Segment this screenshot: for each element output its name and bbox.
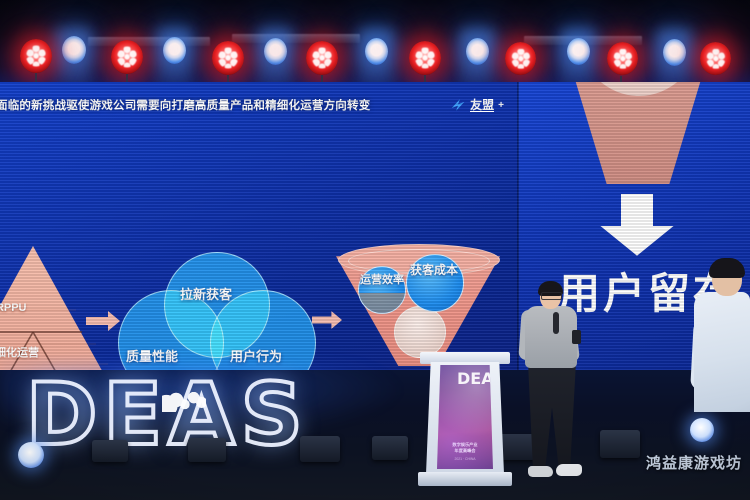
stage-deas-logo: DEAS (24, 365, 309, 465)
podium-deas-logo: DEAS (457, 369, 493, 388)
blue-beam-light (264, 38, 287, 65)
speaker-right-shoe (556, 464, 582, 476)
red-par-light (505, 42, 536, 75)
blue-beam-light (62, 36, 86, 64)
speaker-torso (525, 306, 577, 368)
funnel-metric-cost (406, 254, 464, 312)
funnel-ball-neutral (394, 306, 446, 358)
blue-beam-light (466, 38, 489, 65)
moving-head-beam (690, 418, 714, 442)
slide-headline: 面临的新挑战驱使游戏公司需要向打磨高质量产品和精细化运营方向转变 (0, 100, 371, 112)
light-stalk (227, 75, 229, 87)
venn-label-behavior: 用户行为 (230, 349, 283, 364)
microphone (553, 312, 559, 334)
presentation-slide: 面临的新挑战驱使游戏公司需要向打磨高质量产品和精细化运营方向转变 友盟 + (0, 82, 518, 370)
umeng-brand-logo: 友盟 + (450, 98, 504, 112)
speaker-glasses (541, 292, 562, 300)
red-par-light (20, 39, 52, 73)
ball-shadow (359, 292, 405, 313)
red-par-light (111, 40, 143, 74)
revenue-pyramid: ARPPU 精细化运营 LTV (0, 244, 128, 370)
arrow-right-2 (312, 311, 342, 329)
funnel-label-efficiency: 运营效率 (360, 274, 404, 286)
light-stalk (126, 74, 128, 86)
zoom-funnel-cone (540, 82, 736, 184)
moving-head-light (498, 434, 536, 460)
blue-beam-light (163, 37, 186, 64)
arrow-right-1 (86, 311, 120, 331)
funnel-label-cost: 获客成本 (409, 263, 458, 277)
red-par-light (212, 41, 244, 75)
second-person-hair (709, 258, 745, 278)
podium-subtitle-2: 2021 · CHINA (454, 457, 476, 461)
truss-bar (88, 37, 210, 46)
moving-head-light (92, 440, 128, 462)
zoom-arrow-down (600, 194, 674, 256)
blue-beam-light (567, 38, 590, 65)
venn-circle-left (118, 290, 224, 370)
moving-head-beam (18, 442, 44, 468)
red-par-light (306, 41, 338, 75)
pyramid-shape (0, 246, 108, 370)
truss-bar (232, 34, 360, 43)
speaker-left-shoe (528, 466, 553, 477)
deas-dot-accent (162, 392, 206, 412)
presentation-clicker (572, 330, 581, 344)
led-video-wall: 面临的新挑战驱使游戏公司需要向打磨高质量产品和精细化运营方向转变 友盟 + (0, 82, 750, 370)
blue-beam-light (663, 39, 686, 66)
light-stalk (35, 73, 37, 85)
pyramid-label-arppu: ARPPU (0, 302, 27, 314)
lightning-bolt-icon (451, 99, 465, 111)
moving-head-light (600, 430, 640, 458)
red-par-light (607, 42, 638, 75)
red-par-light (700, 42, 731, 75)
podium-top (420, 352, 510, 364)
moving-head-light (188, 438, 226, 462)
retention-funnel: 运营效率 获客成本 (336, 244, 500, 370)
brand-plus: + (498, 99, 504, 111)
funnel-metric-efficiency (358, 266, 406, 314)
blue-beam-light (365, 38, 388, 65)
slide-header: 面临的新挑战驱使游戏公司需要向打磨高质量产品和精细化运营方向转变 友盟 + (0, 92, 518, 118)
podium-subtitle-1: 数字娱乐产业年度高峰会 (452, 442, 478, 453)
light-stalk (424, 75, 426, 87)
capability-venn: 拉新获客 质量性能 用户行为 (118, 252, 316, 370)
watermark: 鸿益康游戏坊 (645, 455, 742, 472)
venn-circle-right (210, 290, 316, 370)
second-person-torso (694, 292, 750, 412)
pyramid-label-ops: 精细化运营 (0, 347, 39, 359)
light-stalk (321, 75, 323, 87)
panel-seam (517, 82, 519, 370)
venn-label-acquisition: 拉新获客 (180, 287, 233, 302)
moving-head-light (300, 436, 340, 462)
venn-label-quality: 质量性能 (126, 349, 179, 364)
podium-base (418, 472, 512, 486)
brand-name: 友盟 (470, 97, 495, 112)
red-par-light (409, 41, 441, 75)
moving-head-light (372, 436, 408, 460)
